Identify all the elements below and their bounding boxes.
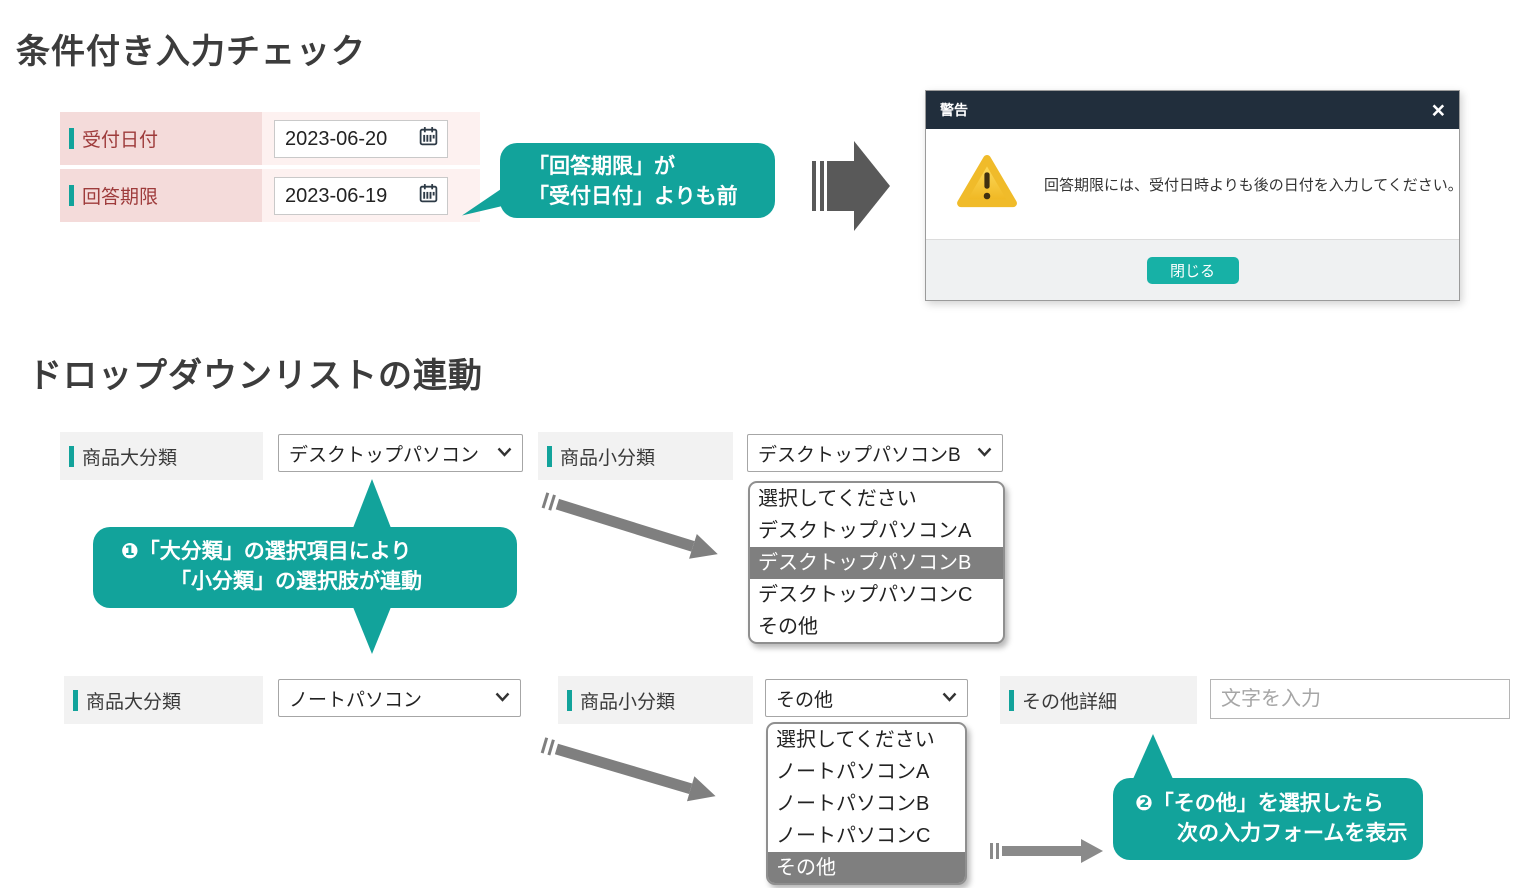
striped-right-arrow-small [990, 839, 1103, 863]
close-button[interactable]: 閉じる [1146, 256, 1239, 284]
callout-line2: 「小分類」の選択肢が連動 [170, 570, 422, 593]
option-selected[interactable]: デスクトップパソコンB [750, 547, 1003, 579]
dialog-title: 警告 [940, 102, 968, 118]
field-label: 受付日付 [82, 130, 159, 151]
close-icon[interactable]: × [1431, 96, 1445, 123]
option-selected[interactable]: その他 [768, 852, 965, 883]
other-detail-input[interactable] [1210, 679, 1510, 719]
select-value: デスクトップパソコンB [758, 444, 961, 466]
field-accent-bar [69, 128, 74, 149]
chevron-down-icon [497, 444, 512, 462]
dialog-body: 回答期限には、受付日時よりも後の日付を入力してください。 [926, 129, 1463, 239]
callout-linked-options: ❶「大分類」の選択項目により 「小分類」の選択肢が連動 [93, 479, 517, 654]
section-title-validation: 条件付き入力チェック [16, 33, 366, 71]
option[interactable]: その他 [758, 616, 818, 638]
callout-line1: ❶「大分類」の選択項目により [121, 540, 412, 563]
field-accent-bar [73, 689, 78, 711]
field-label: その他詳細 [1022, 691, 1118, 713]
warning-icon [956, 154, 1018, 215]
warning-dialog: 警告 × 回答期限には、受付日時よりも後の日付を入力してください。 閉じる [925, 90, 1463, 301]
major-category-select[interactable]: デスクトップパソコン [278, 434, 523, 472]
calendar-icon[interactable] [418, 126, 439, 152]
callout-line2: 「受付日付」よりも前 [528, 185, 738, 208]
chevron-down-icon [977, 444, 992, 462]
option[interactable]: 選択してください [758, 488, 917, 510]
minor-category-row: 商品小分類 [558, 676, 753, 724]
callout-deadline-before: 「回答期限」が 「受付日付」よりも前 [462, 143, 775, 218]
date-value: 2023-06-20 [285, 127, 388, 150]
section-title-dropdown: ドロップダウンリストの連動 [28, 357, 483, 395]
minor-category-open-list: 選択してください デスクトップパソコンA デスクトップパソコンB デスクトップパ… [748, 481, 1005, 644]
field-accent-bar [547, 445, 552, 467]
option[interactable]: デスクトップパソコンA [758, 520, 972, 542]
select-value: デスクトップパソコン [289, 444, 480, 466]
major-category-select[interactable]: ノートパソコン [278, 679, 521, 717]
field-label: 商品大分類 [86, 691, 182, 713]
field-accent-bar [1009, 689, 1014, 711]
field-accent-bar [567, 689, 572, 711]
date-value: 2023-06-19 [285, 184, 388, 207]
field-row-reply-deadline: 回答期限 [60, 169, 262, 222]
field-row-reception-date: 受付日付 [60, 112, 262, 165]
date-input-deadline[interactable]: 2023-06-19 [274, 177, 448, 215]
diagonal-arrow [541, 492, 718, 559]
minor-category-open-list: 選択してください ノートパソコンA ノートパソコンB ノートパソコンC その他 [766, 722, 967, 885]
field-label: 回答期限 [82, 187, 159, 208]
select-value: その他 [776, 689, 834, 711]
field-accent-bar [69, 185, 74, 206]
striped-right-arrow [812, 141, 890, 231]
diagonal-arrow [540, 737, 716, 802]
select-value: ノートパソコン [289, 689, 423, 711]
callout-line1: ❷「その他」を選択したら [1135, 792, 1384, 815]
major-category-row: 商品大分類 [60, 432, 263, 480]
date-input-reception[interactable]: 2023-06-20 [274, 120, 448, 158]
option[interactable]: デスクトップパソコンC [758, 584, 973, 606]
option[interactable]: 選択してください [776, 729, 935, 751]
callout-tail-up [1133, 734, 1173, 779]
dialog-message: 回答期限には、受付日時よりも後の日付を入力してください。 [1044, 176, 1463, 194]
field-label: 商品小分類 [580, 691, 676, 713]
chevron-down-icon [942, 689, 957, 707]
major-category-row: 商品大分類 [64, 676, 263, 724]
callout-line1: 「回答期限」が [528, 155, 675, 178]
other-detail-row: その他詳細 [1000, 676, 1197, 724]
chevron-down-icon [495, 689, 510, 707]
field-label: 商品大分類 [82, 447, 178, 469]
option[interactable]: ノートパソコンA [776, 761, 930, 783]
calendar-icon[interactable] [418, 183, 439, 209]
option[interactable]: ノートパソコンC [776, 825, 931, 847]
callout-line2: 次の入力フォームを表示 [1177, 822, 1408, 845]
dialog-header: 警告 × [926, 91, 1459, 129]
option[interactable]: ノートパソコンB [776, 793, 930, 815]
field-accent-bar [69, 445, 74, 467]
minor-category-row: 商品小分類 [538, 432, 733, 480]
minor-category-select[interactable]: デスクトップパソコンB [747, 434, 1003, 472]
callout-show-detail-form: ❷「その他」を選択したら 次の入力フォームを表示 [1113, 734, 1423, 860]
minor-category-select[interactable]: その他 [765, 679, 968, 717]
callout-tail-up [353, 479, 391, 528]
field-label: 商品小分類 [560, 447, 656, 469]
callout-tail-down [353, 607, 391, 654]
dialog-footer: 閉じる [926, 239, 1459, 300]
